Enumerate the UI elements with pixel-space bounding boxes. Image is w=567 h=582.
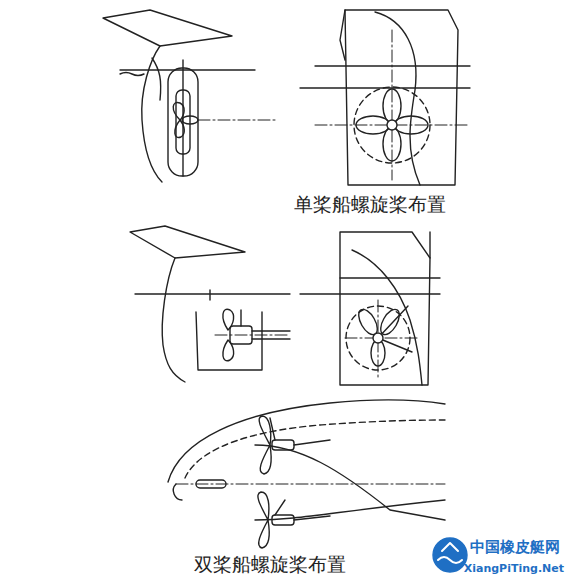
twin-screw-plan-view (168, 400, 445, 548)
watermark-logo (433, 538, 467, 572)
single-screw-stern-view (300, 10, 470, 185)
figure-caption: 单桨船螺旋桨布置 (294, 192, 446, 218)
watermark-text: 中国橡皮艇网 (470, 538, 560, 557)
twin-screw-side-view (130, 226, 290, 382)
twin-screw-stern-view (300, 232, 440, 385)
watermark-url: XiangPiTing.Net (464, 562, 564, 575)
single-screw-side-view (103, 10, 275, 182)
figure-caption: 双桨船螺旋桨布置 (194, 552, 346, 578)
